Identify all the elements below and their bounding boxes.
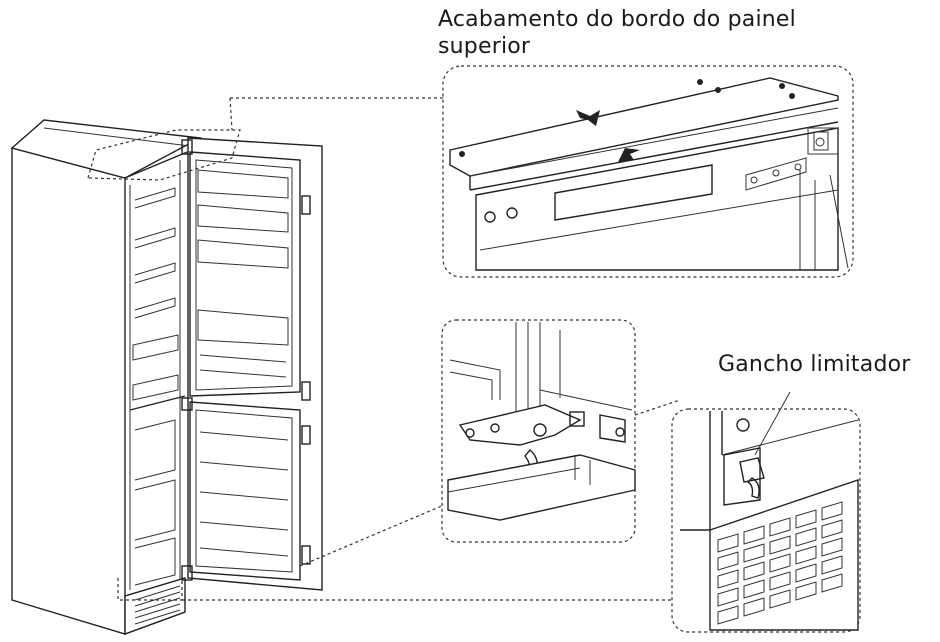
limiter-hook-label: Gancho limitador [718, 352, 911, 377]
leader-lines [182, 97, 681, 601]
top-panel-edge-label-line1: Acabamento do bordo do painel [438, 7, 796, 32]
top-panel-edge-label-line2: superior [438, 34, 531, 59]
detail-lower-hinge [441, 319, 636, 543]
vent-grille [717, 501, 843, 625]
fridge-callout-marks [87, 129, 241, 601]
detail-top-panel-edge [442, 65, 854, 278]
top-panel-edge-label: Acabamento do bordo do painel superior [438, 6, 796, 60]
lower-door [189, 401, 301, 581]
detail-limiter-hook [671, 391, 861, 633]
fridge-cabinet [10, 119, 203, 636]
upper-door [189, 151, 301, 397]
